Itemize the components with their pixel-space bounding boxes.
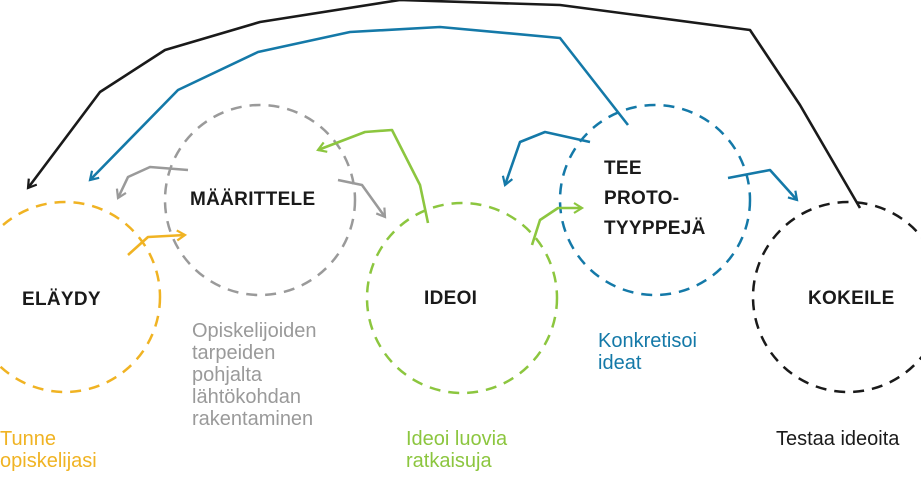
- maarittele-circle: [163, 103, 357, 297]
- kokeile-description: Testaa ideoita: [776, 428, 899, 450]
- prototyyppeja-label-line: PROTO-: [604, 188, 680, 209]
- prototyyppeja-back-arrow: [501, 130, 591, 187]
- maarittele-description: Opiskelijoiden tarpeiden pohjalta lähtök…: [192, 320, 317, 430]
- maarittele-label: MÄÄRITTELE: [190, 189, 316, 210]
- prototyyppeja-to-elaydy-arrow: [88, 25, 630, 182]
- kokeile-label: KOKEILE: [808, 288, 895, 309]
- kokeile-description-line: Testaa ideoita: [776, 428, 900, 450]
- ideoi-circle: [365, 201, 559, 395]
- ideoi-description: Ideoi luovia ratkaisuja: [406, 428, 507, 472]
- prototyyppeja-to-kokeile-arrow: [727, 168, 799, 202]
- maarittele-description-line: Opiskelijoiden: [192, 320, 317, 342]
- ideoi-to-prototyyppeja-arrow: [530, 202, 585, 246]
- prototyyppeja-description-line: ideat: [598, 352, 642, 374]
- maarittele-description-line: pohjalta: [192, 364, 263, 386]
- ideoi-label: IDEOI: [424, 288, 478, 309]
- kokeile-to-elaydy-arrow: [26, 0, 862, 209]
- maarittele-description-line: rakentaminen: [192, 408, 314, 430]
- elaydy-description-line: opiskelijasi: [0, 450, 97, 472]
- elaydy-to-maarittele-arrow: [127, 229, 188, 256]
- prototyyppeja-circle: [558, 103, 752, 297]
- prototyyppeja-description-line: Konkretisoi: [598, 330, 697, 352]
- kokeile-circle: [751, 200, 921, 394]
- ideoi-description-line: Ideoi luovia: [406, 428, 508, 450]
- elaydy-circle: [0, 200, 162, 394]
- prototyyppeja-label-line: TYYPPEJÄ: [604, 218, 706, 239]
- maarittele-back-arrow: [115, 165, 189, 200]
- maarittele-description-line: tarpeiden: [192, 342, 276, 364]
- elaydy-label: ELÄYDY: [22, 289, 101, 310]
- ideoi-description-line: ratkaisuja: [406, 450, 492, 472]
- maarittele-to-ideoi-arrow: [337, 178, 387, 219]
- maarittele-description-line: lähtökohdan: [192, 386, 301, 408]
- elaydy-description-line: Tunne: [0, 428, 56, 450]
- prototyyppeja-description: Konkretisoi ideat: [598, 330, 697, 374]
- prototyyppeja-label-line: TEE: [604, 158, 642, 179]
- elaydy-description: Tunne opiskelijasi: [0, 428, 97, 472]
- ideoi-to-maarittele-arrow: [316, 128, 430, 224]
- prototyyppeja-label: TEE PROTO- TYYPPEJÄ: [604, 154, 706, 244]
